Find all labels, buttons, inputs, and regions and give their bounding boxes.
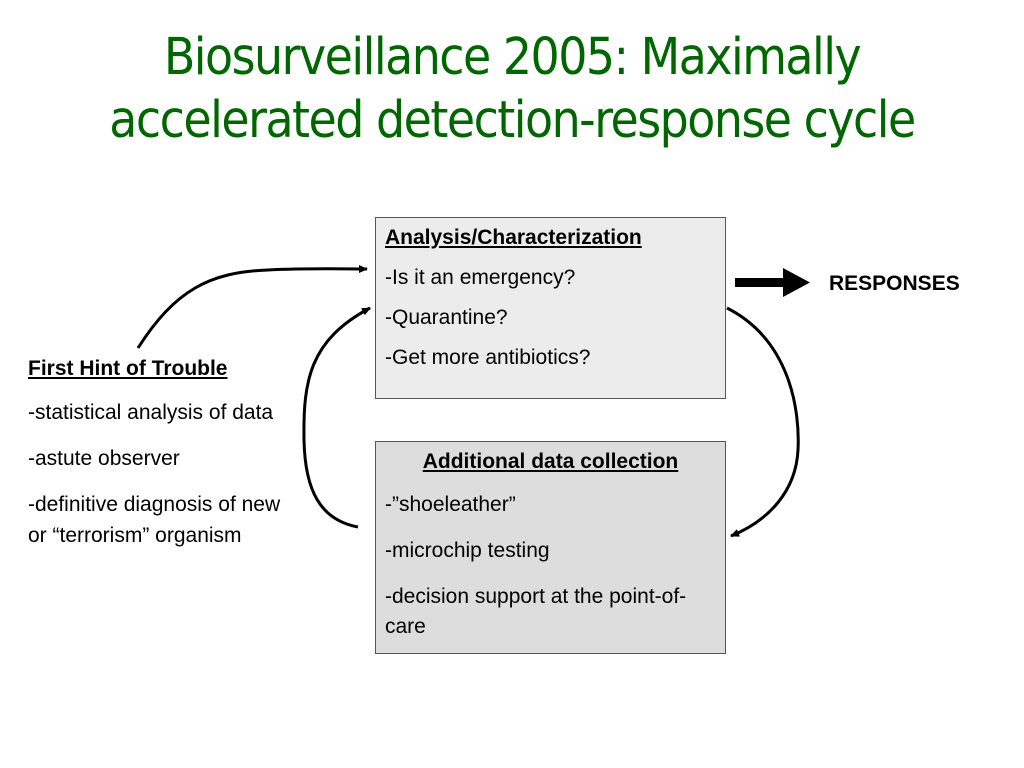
first-hint-heading: First Hint of Trouble xyxy=(28,357,228,380)
additional-item-shoeleather: -”shoeleather” xyxy=(385,493,516,516)
slide-title: Biosurveillance 2005: Maximally accelera… xyxy=(20,26,1004,152)
responses-arrow-shaft xyxy=(735,278,785,287)
analysis-heading: Analysis/Characterization xyxy=(385,226,642,249)
arrow-hint-to-analysis xyxy=(136,264,368,349)
responses-label: RESPONSES xyxy=(829,272,960,295)
first-hint-item-diagnosis: -definitive diagnosis of new or “terrori… xyxy=(28,493,281,547)
arrow-additional-to-analysis xyxy=(302,306,371,529)
first-hint-item-statistical: -statistical analysis of data xyxy=(28,401,274,424)
analysis-characterization-box: Analysis/Characterization -Is it an emer… xyxy=(375,217,726,399)
analysis-item-quarantine: -Quarantine? xyxy=(385,306,508,329)
title-line-2: accelerated detection-response cycle xyxy=(109,91,916,150)
responses-arrow-head xyxy=(783,268,810,297)
title-line-1: Biosurveillance 2005: Maximally xyxy=(163,28,862,87)
additional-data-collection-box: Additional data collection -”shoeleather… xyxy=(375,441,726,654)
additional-item-decision-support: -decision support at the point-of-care xyxy=(385,585,687,638)
analysis-item-emergency: -Is it an emergency? xyxy=(385,266,576,289)
first-hint-of-trouble: First Hint of Trouble -statistical analy… xyxy=(28,357,290,566)
first-hint-item-observer: -astute observer xyxy=(28,447,180,470)
additional-heading: Additional data collection xyxy=(422,450,679,473)
analysis-item-antibiotics: -Get more antibiotics? xyxy=(385,346,591,369)
additional-item-microchip: -microchip testing xyxy=(385,539,550,562)
arrow-analysis-to-additional xyxy=(726,306,800,538)
